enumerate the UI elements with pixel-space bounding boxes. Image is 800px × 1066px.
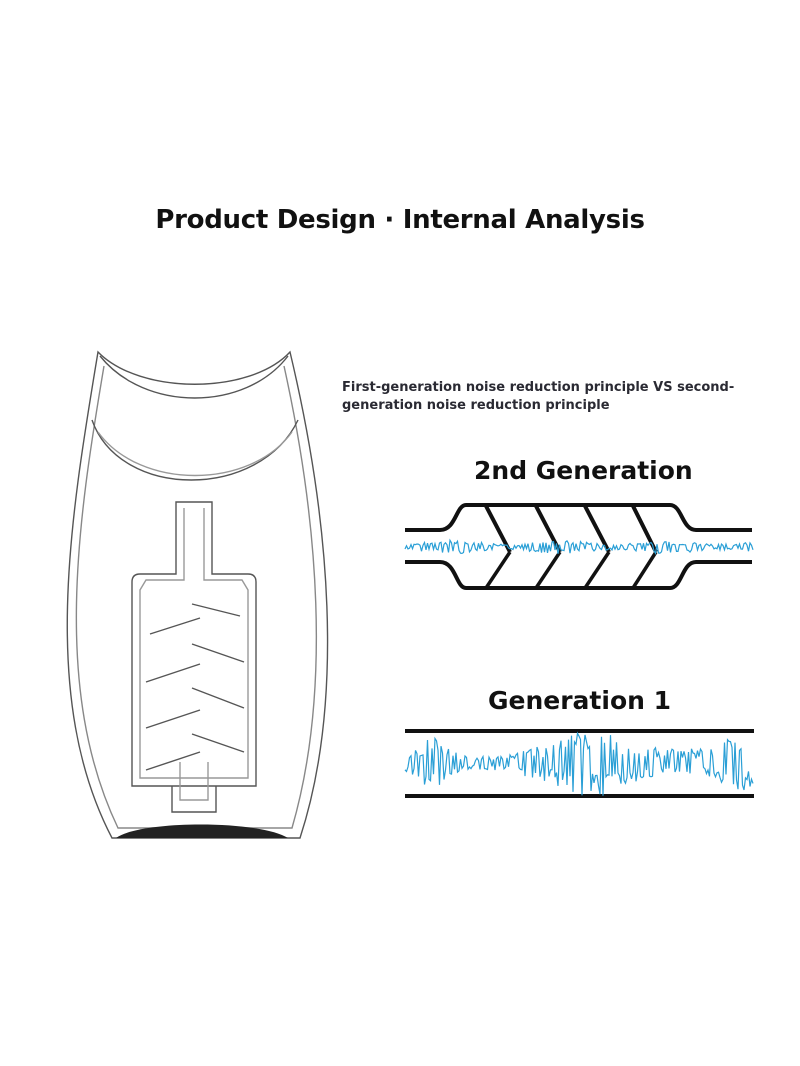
gen2-baffle-top-1 bbox=[484, 505, 512, 553]
nub-1 bbox=[191, 603, 241, 617]
shell-outline bbox=[66, 350, 329, 839]
gen2-sound-wave bbox=[404, 538, 754, 555]
gen1-label: Generation 1 bbox=[488, 686, 672, 715]
gen2-upper-wall bbox=[405, 503, 752, 532]
gen2-diagram bbox=[405, 503, 752, 590]
nub-7 bbox=[191, 733, 245, 753]
opening-inner-2 bbox=[97, 431, 293, 477]
nub-2 bbox=[149, 617, 201, 635]
gen2-baffle-bottom-2 bbox=[534, 551, 562, 589]
gen1-diagram bbox=[405, 729, 754, 798]
channel-inner bbox=[139, 508, 249, 779]
gen1-sound-wave bbox=[404, 731, 754, 796]
gen2-lower-wall bbox=[405, 560, 752, 590]
nub-5 bbox=[191, 687, 245, 709]
gen2-baffle-bottom-4 bbox=[631, 551, 658, 589]
gen2-label: 2nd Generation bbox=[474, 456, 693, 485]
channel-outline bbox=[131, 501, 257, 787]
nub-6 bbox=[145, 709, 201, 729]
product-illustration bbox=[66, 350, 329, 839]
nub-4 bbox=[145, 663, 201, 683]
lower-port-2 bbox=[179, 762, 209, 801]
subtitle: First-generation noise reduction princip… bbox=[342, 380, 735, 413]
opening-inner bbox=[91, 419, 299, 481]
gen2-baffle-top-3 bbox=[583, 505, 611, 553]
gen2-baffle-bottom-1 bbox=[484, 551, 512, 589]
opening-rim bbox=[99, 355, 289, 399]
nub-8 bbox=[145, 751, 201, 771]
nub-3 bbox=[191, 643, 245, 663]
page-title: Product Design · Internal Analysis bbox=[155, 205, 645, 235]
lower-port bbox=[171, 786, 217, 813]
shell-inner-outline bbox=[75, 365, 318, 829]
gen2-baffle-bottom-3 bbox=[583, 551, 611, 589]
base-cap bbox=[116, 824, 288, 838]
